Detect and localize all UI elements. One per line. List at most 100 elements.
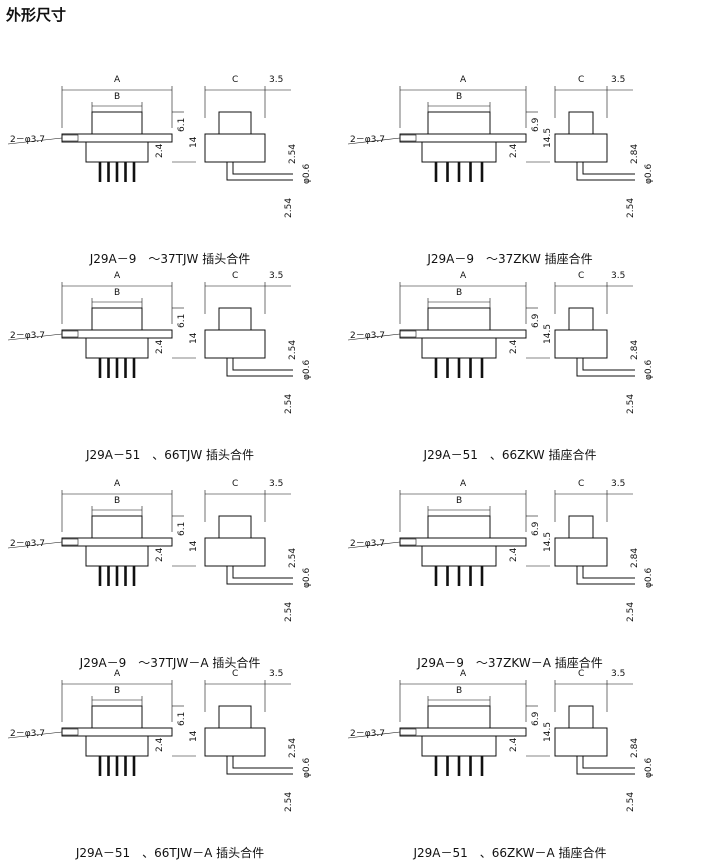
hole-label: 2－φ3.7 (350, 135, 385, 145)
dim-A: A (114, 271, 121, 281)
dim-height: 14 (189, 332, 199, 344)
dim-pin-dia: φ0.6 (644, 567, 654, 588)
dim-top: 6.9 (531, 117, 541, 132)
dim-C: C (578, 75, 584, 85)
base-body (421, 337, 497, 359)
side-base (554, 537, 608, 567)
flange (61, 537, 173, 547)
dim-A: A (460, 271, 467, 281)
side-base (204, 727, 266, 757)
dim-side: 2.4 (155, 547, 165, 562)
dim-A: A (114, 75, 121, 85)
dim-pitch: 2.54 (288, 144, 298, 164)
dim-pin-dia: φ0.6 (302, 757, 312, 778)
shell-body (91, 515, 143, 541)
dim-C-width: 3.5 (269, 479, 283, 489)
dim-A: A (114, 669, 121, 679)
dim-height: 14 (189, 540, 199, 552)
dim-C: C (232, 669, 238, 679)
pin (115, 162, 119, 182)
hole-label: 2－φ3.7 (350, 331, 385, 341)
side-shell (218, 111, 252, 137)
pin (434, 358, 438, 378)
drawing-caption: J29A－9 ～37ZKW 插座合件 (427, 252, 593, 266)
dim-pin-dia: φ0.6 (644, 163, 654, 184)
pin (469, 756, 472, 776)
shell-body (427, 307, 491, 333)
dim-C-width: 3.5 (611, 271, 625, 281)
dim-pin-dia: φ0.6 (644, 757, 654, 778)
dim-C: C (232, 479, 238, 489)
dim-top: 6.1 (177, 522, 187, 536)
dim-C: C (578, 669, 584, 679)
pin (132, 566, 136, 586)
dim-B: B (456, 92, 462, 102)
pin (434, 566, 438, 586)
hole-label: 2－φ3.7 (10, 331, 45, 341)
dim-top: 6.9 (531, 313, 541, 328)
pin (480, 756, 484, 776)
dim-B: B (456, 288, 462, 298)
dim-height: 14.5 (543, 128, 553, 148)
bent-pin (582, 358, 635, 371)
pin (480, 566, 484, 586)
dim-C-width: 3.5 (269, 75, 283, 85)
dim-C: C (578, 271, 584, 281)
dim-side: 2.4 (155, 339, 165, 354)
dim-height: 14.5 (543, 324, 553, 344)
drawing-caption: J29A－51 、66ZKW－A 插座合件 (413, 846, 607, 860)
bent-pin (226, 358, 293, 377)
dim-C: C (578, 479, 584, 489)
pin (480, 162, 484, 182)
dim-A: A (460, 669, 467, 679)
dim-top: 6.1 (177, 712, 187, 726)
hole-label: 2－φ3.7 (350, 539, 385, 549)
bent-pin (232, 756, 293, 769)
dim-pin-dia: φ0.6 (302, 567, 312, 588)
base-body (85, 545, 149, 567)
pin (132, 162, 136, 182)
dim-height: 14.5 (543, 532, 553, 552)
base-body (421, 141, 497, 163)
pin (115, 358, 119, 378)
flange (61, 133, 173, 143)
side-base (204, 133, 266, 163)
base-body (85, 337, 149, 359)
dim-B: B (114, 92, 120, 102)
dim-B: B (456, 686, 462, 696)
dim-A: A (460, 75, 467, 85)
drawing-caption: J29A－51 、66TJW 插头合件 (85, 448, 255, 462)
shell-body (427, 705, 491, 731)
dim-pitch-2: 2.54 (626, 792, 636, 812)
pin (124, 162, 127, 182)
hole-label: 2－φ3.7 (10, 135, 45, 145)
dim-pitch-2: 2.54 (626, 198, 636, 218)
dim-C: C (232, 271, 238, 281)
dim-pin-dia: φ0.6 (302, 359, 312, 380)
pin (124, 358, 127, 378)
dim-pitch: 2.54 (288, 548, 298, 568)
flange (399, 537, 527, 547)
shell-body (427, 111, 491, 137)
pin (98, 358, 102, 378)
dim-top: 6.1 (177, 314, 187, 328)
side-shell (568, 705, 594, 731)
flange (399, 329, 527, 339)
pin (98, 162, 102, 182)
